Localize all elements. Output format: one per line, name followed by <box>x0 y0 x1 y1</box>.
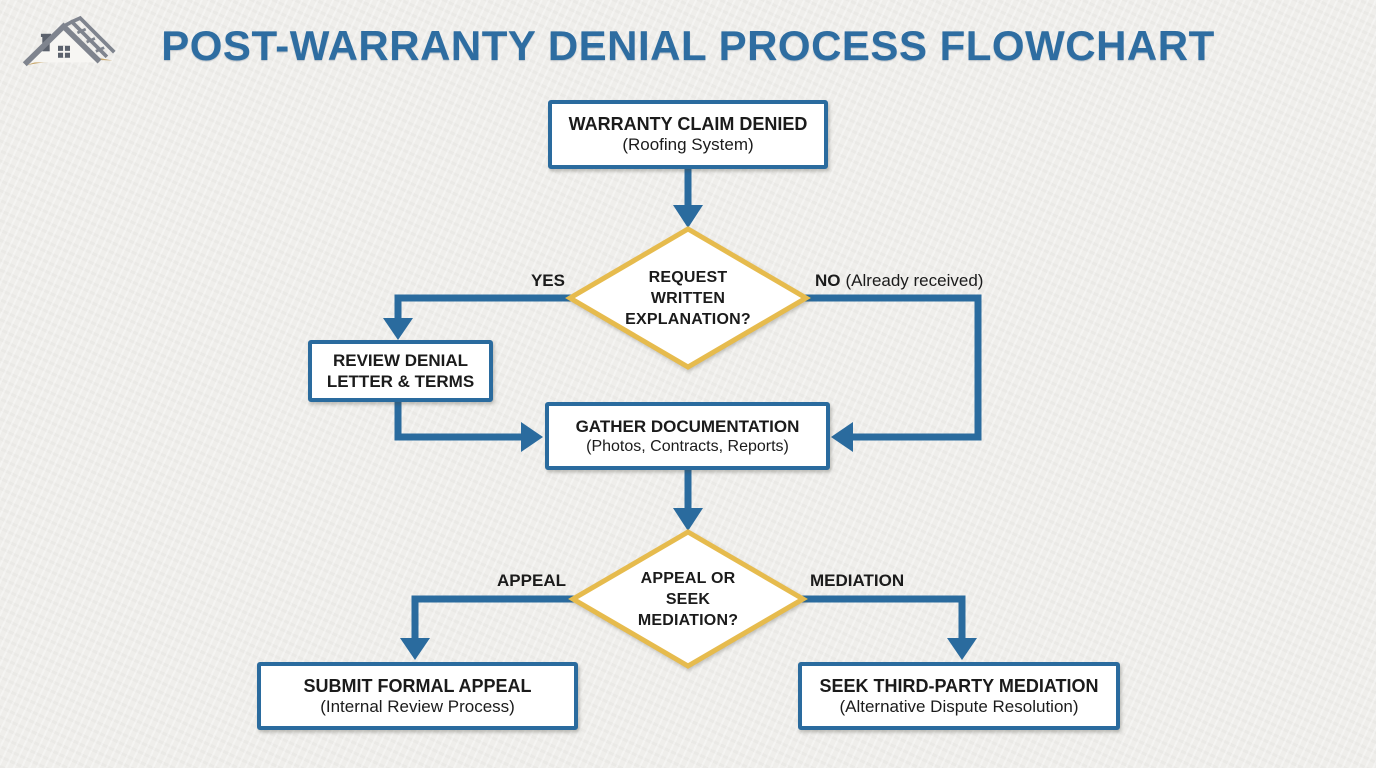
arrowhead-into-decision2 <box>673 508 703 531</box>
edge-label-no: NO(Already received) <box>815 271 983 291</box>
node-title: GATHER DOCUMENTATION <box>575 416 800 436</box>
logo-roofline-3 <box>71 15 116 54</box>
roof-logo-svg <box>22 15 116 67</box>
node-subtitle: (Roofing System) <box>622 135 754 154</box>
decision1-line3: EXPLANATION? <box>625 311 751 328</box>
arrowhead-into-seek-mediation <box>947 638 977 660</box>
decision2-diamond-shape <box>568 529 808 669</box>
edge-mediation-branch <box>799 595 966 639</box>
decision2-label: APPEAL OR SEEK MEDIATION? <box>578 568 798 631</box>
node-title: SEEK THIRD-PARTY MEDIATION <box>819 675 1099 696</box>
page-title: POST-WARRANTY DENIAL PROCESS FLOWCHART <box>161 22 1215 69</box>
edge-no-branch <box>802 294 982 441</box>
decision1-label: REQUEST WRITTEN EXPLANATION? <box>578 267 798 330</box>
edge-label-no-note: (Already received) <box>845 271 984 290</box>
decision2-line1: APPEAL OR <box>640 570 736 587</box>
decision2-line3: MEDIATION? <box>637 612 739 629</box>
logo-window-panes <box>58 45 70 58</box>
arrowhead-into-gather-left <box>521 422 543 452</box>
logo-main-gable <box>22 22 102 67</box>
node-submit-formal-appeal: SUBMIT FORMAL APPEAL (Internal Review Pr… <box>257 662 578 730</box>
edge-appeal-branch <box>411 595 577 639</box>
logo-house-body <box>29 28 98 63</box>
arrowhead-into-gather-right <box>831 422 853 452</box>
node-title-line1: REVIEW DENIAL <box>332 351 469 370</box>
decision1-line1: REQUEST <box>648 269 728 286</box>
node-review-denial-letter: REVIEW DENIAL LETTER & TERMS <box>308 340 493 402</box>
node-subtitle: (Alternative Dispute Resolution) <box>839 696 1079 716</box>
decision1-line2: WRITTEN <box>650 290 726 307</box>
logo-chimney-cap <box>40 33 52 37</box>
edge-review-to-gather <box>394 400 522 441</box>
node-subtitle: (Internal Review Process) <box>320 696 515 716</box>
node-title-line2: LETTER & TERMS <box>326 372 475 391</box>
node-warranty-claim-denied: WARRANTY CLAIM DENIED (Roofing System) <box>548 100 828 169</box>
node-seek-third-party-mediation: SEEK THIRD-PARTY MEDIATION (Alternative … <box>798 662 1120 730</box>
logo-battens <box>76 27 105 53</box>
node-title: WARRANTY CLAIM DENIED <box>568 114 808 134</box>
arrowhead-into-submit-appeal <box>400 638 430 660</box>
node-title: SUBMIT FORMAL APPEAL <box>303 675 532 696</box>
edge-yes-branch <box>394 294 574 320</box>
company-roof-logo-icon <box>22 12 118 74</box>
edge-label-mediation: MEDIATION <box>810 571 905 590</box>
edge-label-yes: YES <box>530 271 565 290</box>
node-gather-documentation: GATHER DOCUMENTATION (Photos, Contracts,… <box>545 402 830 470</box>
edge-label-no-bold: NO <box>815 271 841 290</box>
arrowhead-into-review <box>383 318 413 340</box>
arrowhead-into-decision1 <box>673 205 703 228</box>
decision1-diamond-shape <box>565 226 811 370</box>
edge-label-appeal: APPEAL <box>497 571 566 590</box>
decision2-line2: SEEK <box>665 591 711 608</box>
node-subtitle: (Photos, Contracts, Reports) <box>586 437 789 455</box>
